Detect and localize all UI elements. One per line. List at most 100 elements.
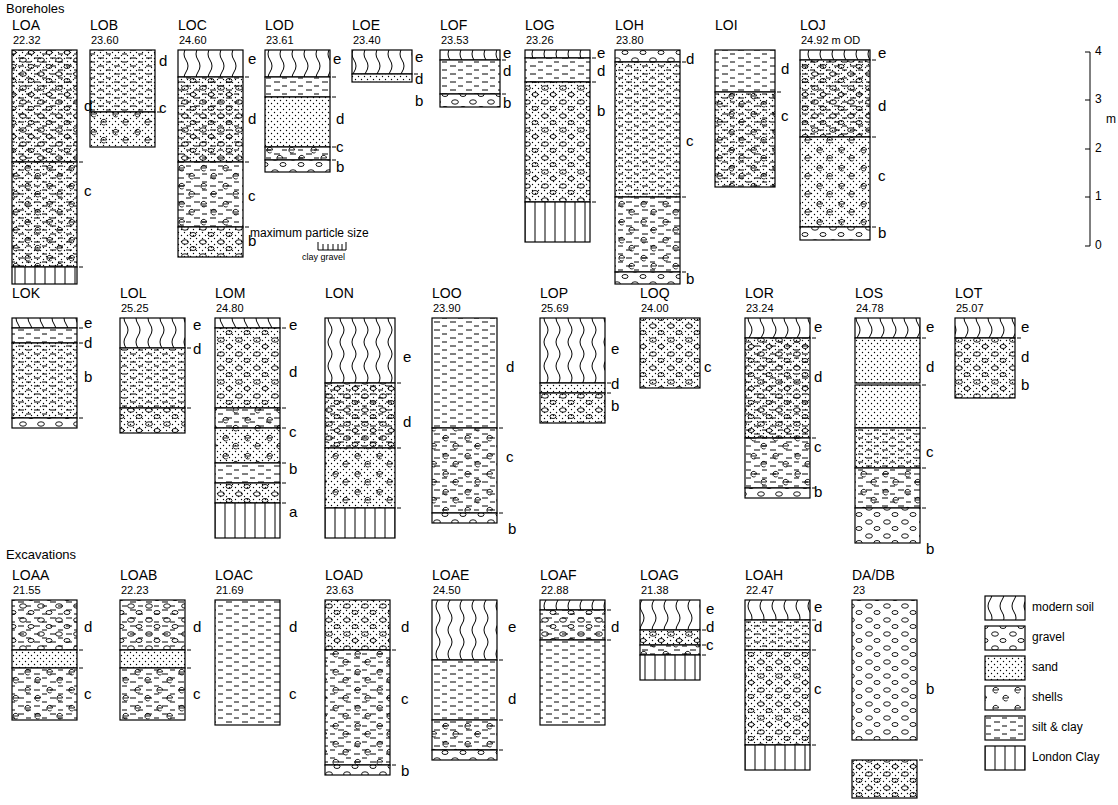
unit-letter: d	[706, 619, 714, 636]
layer-pattern	[352, 74, 412, 82]
layer-pattern	[120, 408, 185, 433]
layer-outline	[178, 162, 243, 227]
layer-pattern	[325, 448, 395, 508]
unit-letter: b	[686, 271, 694, 288]
borehole-column: LOI	[715, 50, 775, 187]
borehole-column	[540, 600, 611, 725]
unit-letter: c	[814, 681, 822, 698]
layer-ground	[745, 620, 810, 650]
borehole-column	[352, 50, 418, 82]
layer-ground	[540, 640, 605, 725]
legend-swatch	[985, 626, 1025, 650]
unit-letter: e	[503, 45, 511, 62]
layer-ground	[325, 318, 395, 383]
layer-outline	[120, 318, 185, 348]
layer-pattern	[265, 147, 330, 160]
layer-pattern	[715, 92, 775, 187]
layer-outline	[540, 610, 605, 640]
unit-letter: c	[289, 686, 297, 703]
layer-outline	[178, 77, 243, 162]
layer-ground	[525, 50, 590, 58]
unit-letter: b	[84, 369, 92, 386]
scale-label: 4	[1095, 45, 1102, 58]
unit-letter: c	[704, 359, 712, 376]
unit-letter: b	[503, 95, 511, 112]
layer-pattern	[640, 630, 700, 645]
elevation: 24.50	[433, 584, 461, 596]
layer-outline	[855, 468, 920, 508]
legend-swatch	[985, 746, 1025, 770]
unit-tick	[79, 668, 83, 669]
layer-pattern	[215, 328, 280, 408]
layer-ground	[432, 428, 497, 513]
unit-letter: d	[926, 359, 934, 376]
unit-tick	[777, 92, 781, 93]
layer-ground	[120, 318, 185, 348]
layer-pattern	[120, 408, 185, 433]
unit-letter: d	[686, 51, 694, 68]
layer-outline	[12, 318, 77, 328]
unit-letter: c	[159, 100, 167, 117]
layer-pattern	[90, 112, 155, 147]
layer-pattern	[745, 438, 810, 488]
unit-tick	[812, 650, 816, 651]
borehole-name: LOAE	[432, 568, 469, 583]
unit-letter: c	[248, 188, 256, 205]
unit-letter: e	[333, 51, 341, 68]
layer-pattern	[12, 418, 77, 428]
label: Excavations	[6, 548, 76, 562]
unit-letter: c	[781, 108, 789, 125]
layer-ground	[215, 483, 280, 503]
layer-ground	[855, 508, 920, 543]
unit-tick	[245, 162, 249, 163]
unit-tick	[872, 60, 876, 61]
borehole-column: LOK	[12, 318, 77, 428]
layer-outline	[540, 640, 605, 725]
unit-tick	[187, 408, 191, 409]
borehole-column	[12, 600, 83, 720]
layer-pattern	[540, 393, 605, 423]
layer-ground	[215, 318, 280, 328]
unit-letter: c	[686, 133, 694, 150]
unit-tick	[499, 513, 503, 514]
unit-tick	[592, 202, 596, 203]
layer-pattern	[178, 162, 243, 227]
borehole-column	[440, 50, 506, 107]
unit-letter: e	[814, 319, 822, 336]
layer-pattern	[178, 50, 243, 77]
layer-pattern	[432, 750, 497, 760]
layer-outline	[745, 488, 810, 498]
layer-outline	[615, 197, 680, 272]
layer-pattern	[525, 82, 590, 202]
elevation: 22.23	[121, 584, 149, 596]
layer-ground	[640, 318, 700, 388]
layer-pattern	[745, 338, 810, 438]
borehole-column	[852, 600, 923, 798]
layer-ground	[745, 488, 810, 498]
elevation: 21.55	[13, 584, 41, 596]
unit-letter: e	[84, 315, 92, 332]
layer-pattern	[265, 147, 330, 160]
unit-tick	[332, 160, 336, 161]
borehole-column: LOF23.53	[440, 50, 500, 107]
layer-pattern	[12, 50, 77, 162]
layer-pattern	[325, 448, 395, 508]
unit-tick	[682, 272, 686, 273]
unit-letter: e	[597, 45, 605, 62]
unit-letter: c	[878, 168, 886, 185]
unit-tick	[397, 383, 401, 384]
layer-outline	[325, 600, 390, 650]
layer-outline	[178, 227, 243, 257]
layer-outline	[745, 650, 810, 745]
layer-pattern	[352, 50, 412, 74]
layer-outline	[525, 50, 590, 58]
layer-outline	[432, 750, 497, 760]
layer-ground	[800, 50, 870, 60]
layer-pattern	[12, 668, 77, 720]
unit-tick	[812, 338, 816, 339]
layer-ground	[12, 650, 77, 668]
layer-pattern	[120, 348, 185, 408]
scale-label: 2	[1095, 142, 1102, 155]
layer-pattern	[215, 483, 280, 503]
borehole-column	[525, 50, 596, 242]
